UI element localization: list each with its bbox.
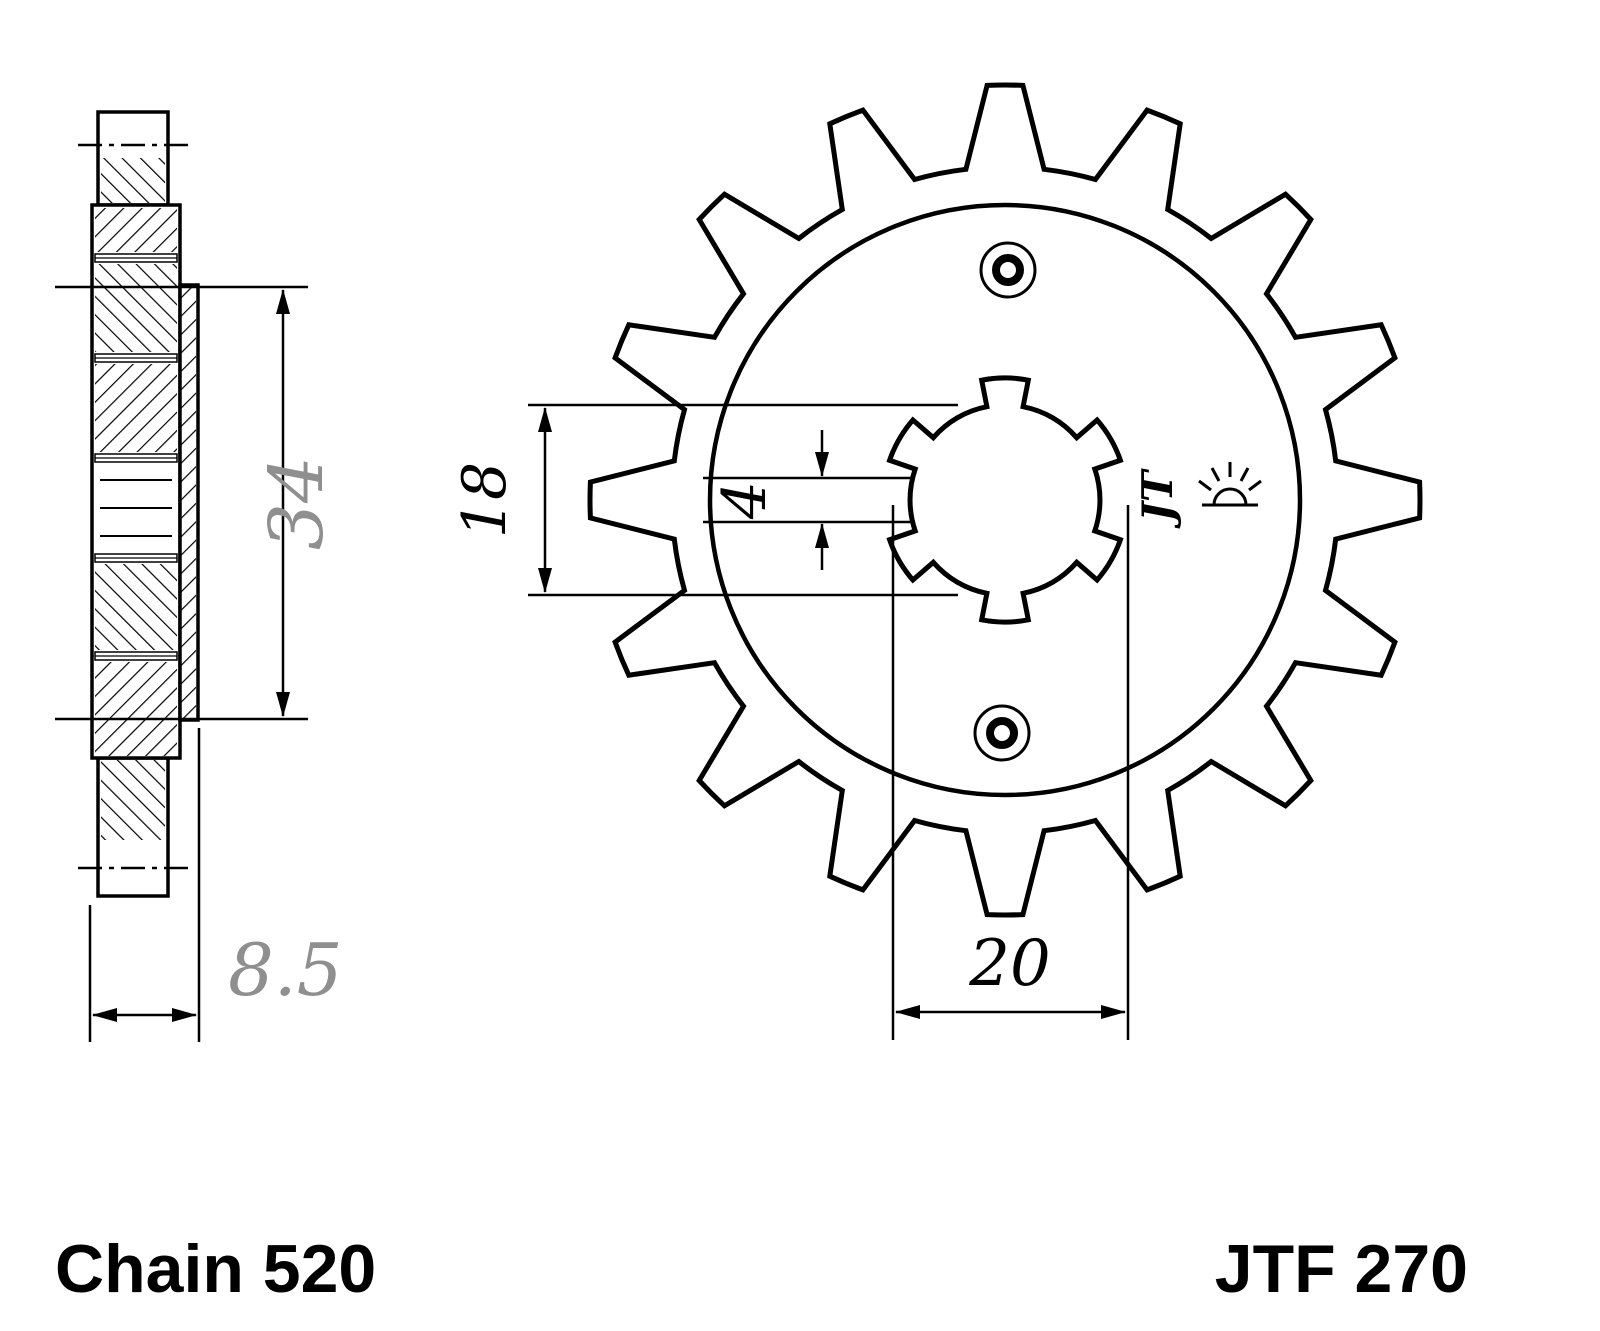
dimension-18: 18 [450,403,958,597]
dimension-34: 34 [55,285,340,721]
dimension-4: 4 [703,430,915,570]
hub-dim-label: 20 [968,927,1050,1001]
side-view: 34 8.5 [55,110,343,1042]
bore-dim-label: 18 [450,462,520,538]
sprocket-plate-circle [707,202,1303,798]
dimension-8-5: 8.5 [88,728,343,1042]
bolt-hole-top [979,241,1037,299]
side-width-dim-label: 8.5 [228,928,343,1012]
side-outer-dim-label: 34 [254,456,340,550]
sun-icon [1198,462,1262,507]
bolt-hole-bottom [973,704,1031,762]
section-hatching [94,158,196,840]
jt-logo-text: JT [1133,468,1182,529]
splined-bore [886,375,1124,625]
front-view: JT 18 4 [450,82,1423,1040]
part-number-label: JTF 270 [1215,1231,1468,1307]
dimension-20: 20 [891,505,1130,1040]
chain-size-label: Chain 520 [55,1231,376,1307]
jt-logo: JT [1133,462,1262,529]
spline-depth-dim-label: 4 [710,481,780,520]
